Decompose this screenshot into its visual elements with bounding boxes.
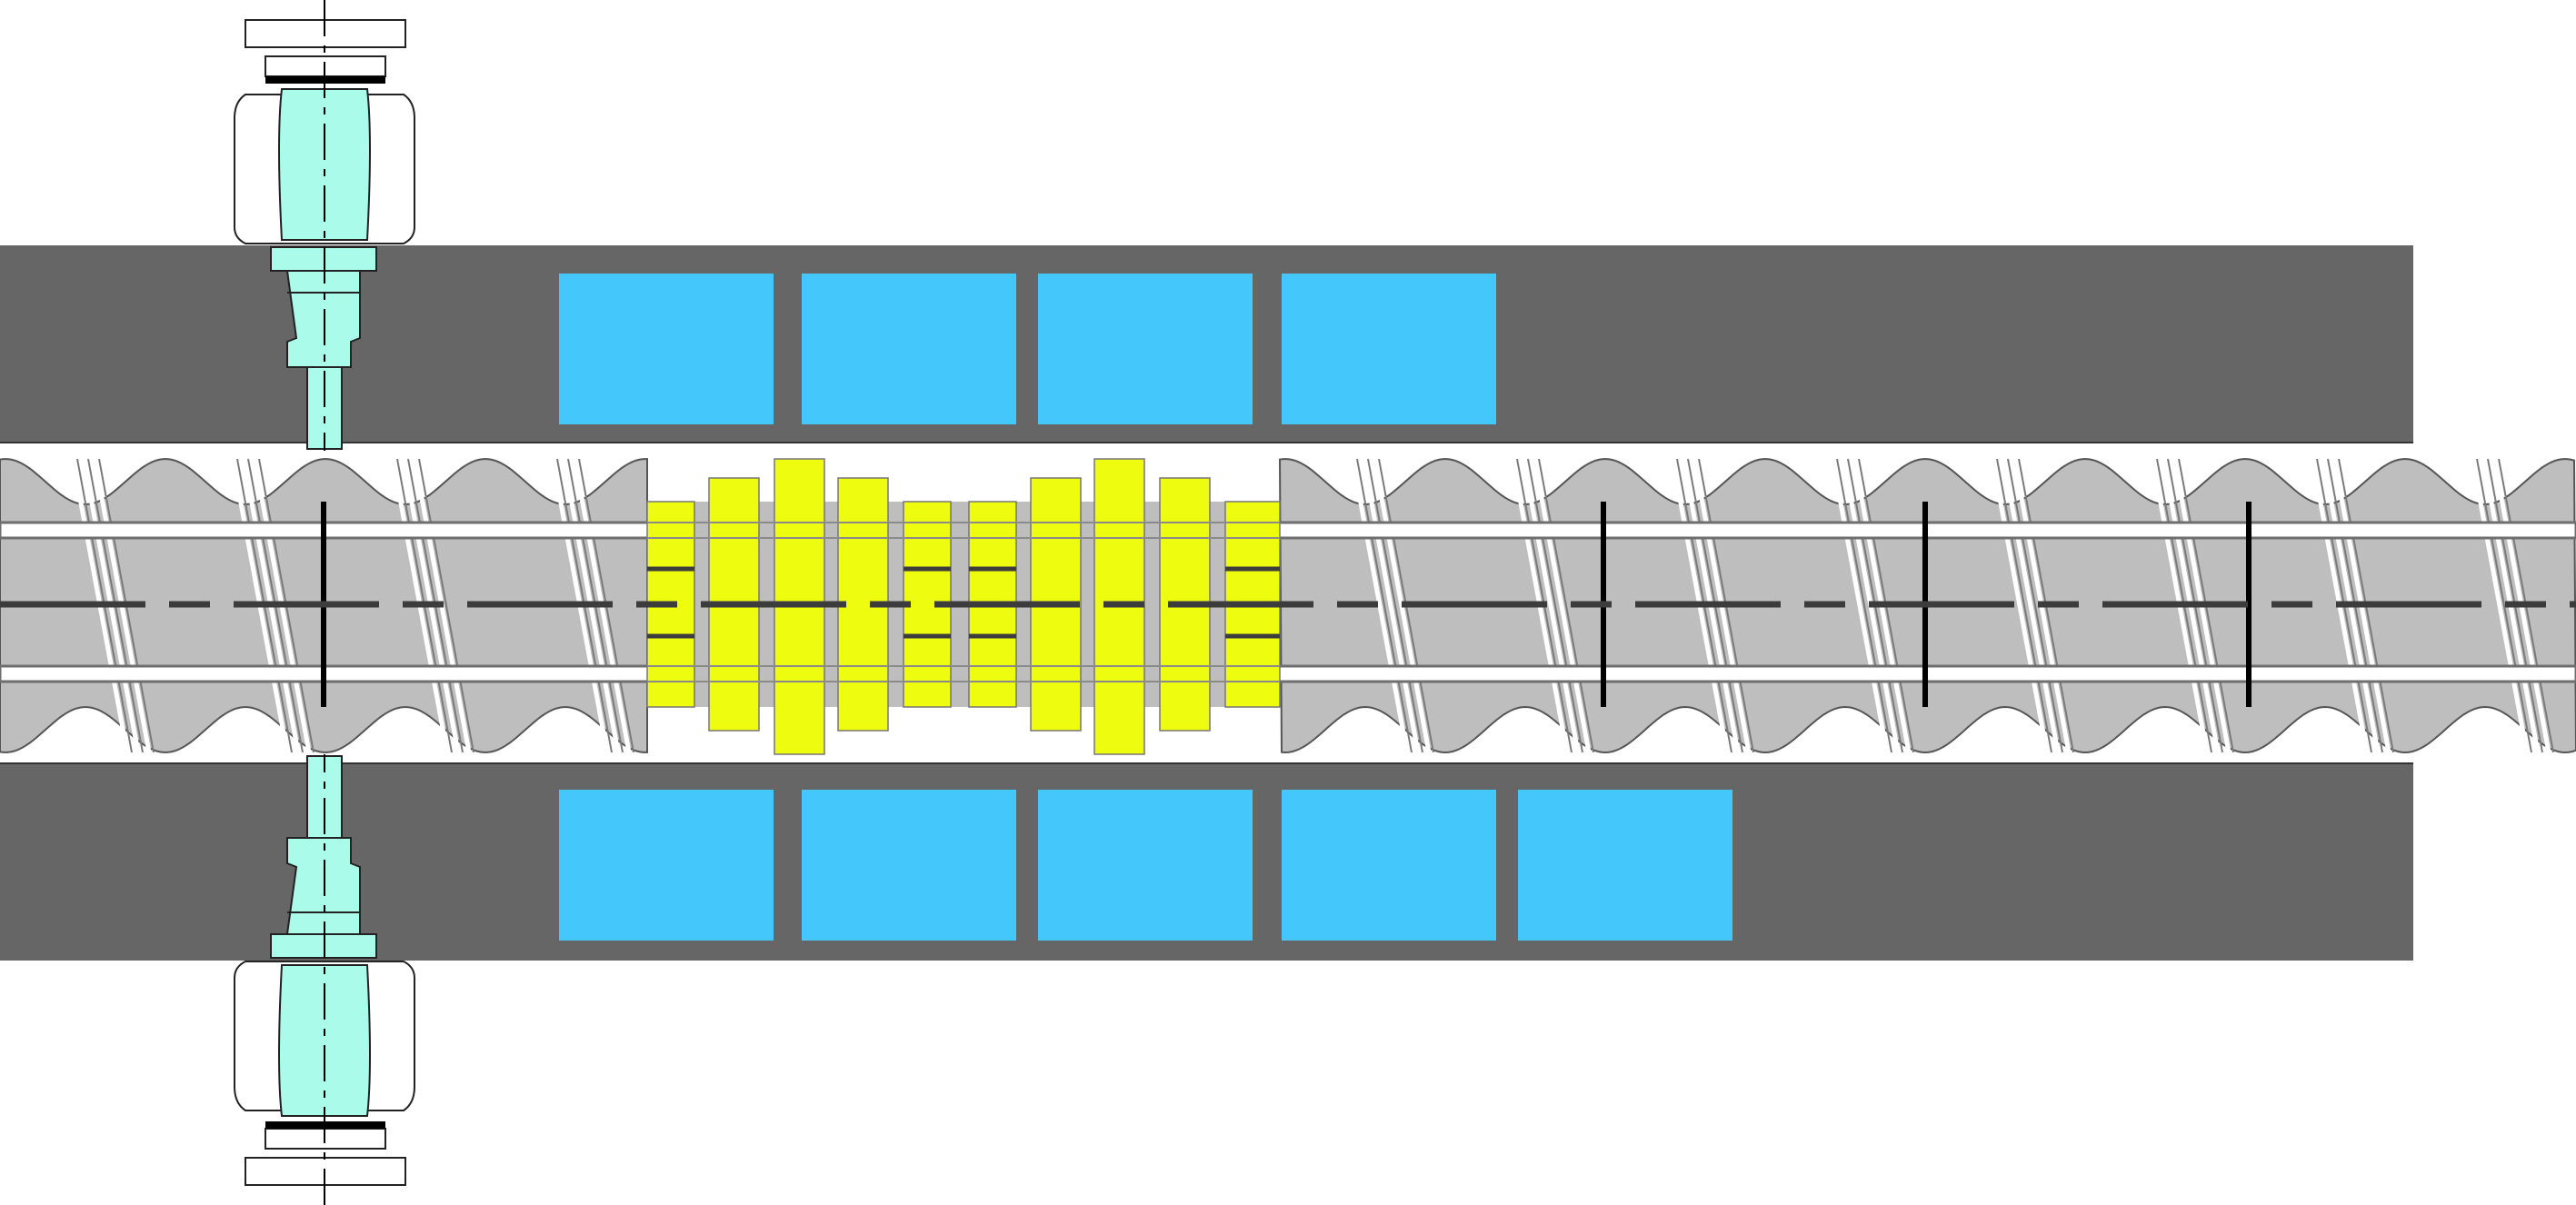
flight-stripe (2470, 458, 2530, 753)
fitting-core (278, 88, 371, 241)
shaft-rail (0, 521, 2576, 540)
flight-stripe-shadow (1356, 458, 1413, 753)
heater-band (802, 274, 1016, 424)
flight-stripe-shadow (2007, 458, 2063, 753)
flight-stripe-shadow (1367, 458, 1423, 753)
fitting-core (278, 964, 371, 1117)
flight-stripe (2001, 458, 2061, 753)
heater-band (1038, 274, 1253, 424)
shaft-rail (0, 664, 2576, 683)
sensor-fitting-top (234, 0, 415, 451)
flight-stripe (1350, 458, 1410, 753)
flight-stripe (1361, 458, 1421, 753)
flight-stripe (1532, 458, 1592, 753)
flight-stripe (1830, 458, 1890, 753)
flight-stripe-shadow (418, 458, 474, 753)
sensor-fittings (234, 0, 415, 1205)
flight-stripe-shadow (1836, 458, 1892, 753)
heater-band (1038, 790, 1253, 941)
flight-stripe (1990, 458, 2050, 753)
sensor-fitting-bottom (234, 754, 415, 1205)
flight-stripe-shadow (1996, 458, 2052, 753)
heater-bands (559, 274, 1732, 941)
heater-band (1518, 790, 1732, 941)
heater-band (559, 274, 774, 424)
flight-stripe-shadow (1527, 458, 1583, 753)
heater-band (1282, 790, 1496, 941)
heater-band (802, 790, 1016, 941)
flight-stripe-shadow (1538, 458, 1594, 753)
heater-band (559, 790, 774, 941)
heater-band (1282, 274, 1496, 424)
flight-stripe (1521, 458, 1581, 753)
flight-stripe-shadow (2476, 458, 2532, 753)
